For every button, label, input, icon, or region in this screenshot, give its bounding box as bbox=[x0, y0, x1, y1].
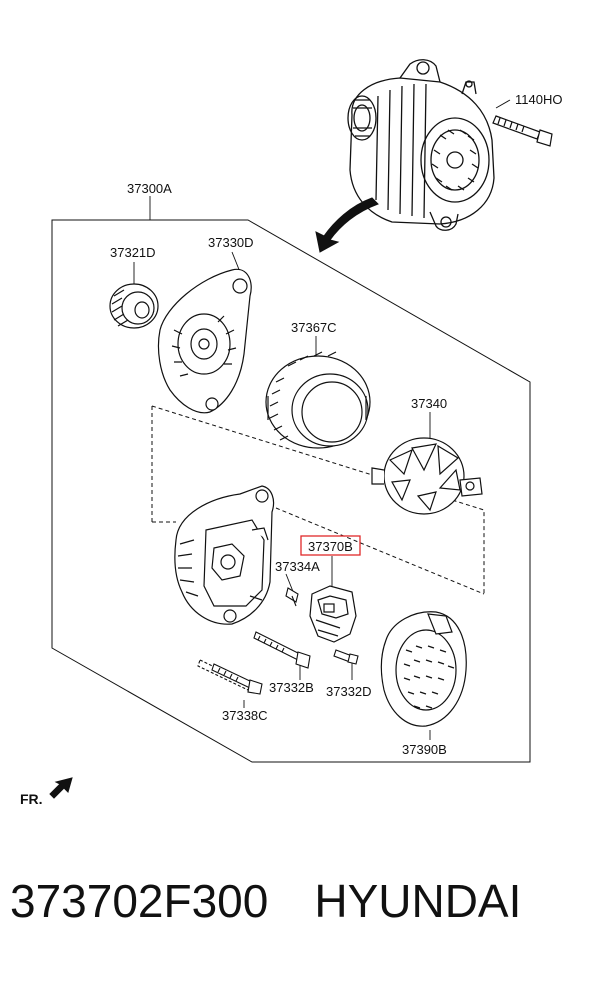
label-37330d[interactable]: 37330D bbox=[208, 235, 254, 250]
fr-label: FR. bbox=[20, 791, 43, 807]
label-37367c[interactable]: 37367C bbox=[291, 320, 337, 335]
label-37332d[interactable]: 37332D bbox=[326, 684, 372, 699]
label-37334a[interactable]: 37334A bbox=[275, 559, 320, 574]
rear-frame-illustration bbox=[174, 485, 275, 625]
fr-arrow-icon bbox=[49, 777, 73, 799]
pulley-37321d-illustration bbox=[109, 283, 159, 329]
label-37321d[interactable]: 37321D bbox=[110, 245, 156, 260]
label-37338c[interactable]: 37338C bbox=[222, 708, 268, 723]
alternator-assembly-illustration bbox=[347, 59, 495, 231]
rear-cover-37390b-illustration bbox=[380, 611, 467, 727]
front-direction-indicator: FR. bbox=[20, 777, 73, 807]
exploded-frame bbox=[51, 219, 531, 763]
rotor-37340-illustration bbox=[371, 437, 483, 515]
footer-caption: 373702F300 HYUNDAI bbox=[10, 874, 600, 944]
bolt-1140ho-illustration bbox=[492, 115, 553, 147]
highlight-box-37370b bbox=[300, 535, 361, 556]
label-37340[interactable]: 37340 bbox=[411, 396, 447, 411]
part-number: 373702F300 bbox=[10, 875, 269, 927]
bolt-37332d-illustration bbox=[333, 649, 359, 665]
leader-lines bbox=[133, 99, 511, 740]
assembly-arrow bbox=[315, 197, 379, 253]
inner-dashed-frame bbox=[151, 405, 485, 595]
bolt-37338c-illustration bbox=[197, 659, 263, 695]
label-37390b[interactable]: 37390B bbox=[402, 742, 447, 757]
label-37332b[interactable]: 37332B bbox=[269, 680, 314, 695]
brand-name: HYUNDAI bbox=[314, 875, 522, 927]
label-37300a[interactable]: 37300A bbox=[127, 181, 172, 196]
regulator-37370b-illustration bbox=[309, 585, 357, 643]
label-1140ho[interactable]: 1140HO bbox=[515, 92, 562, 107]
screw-37334a-illustration bbox=[285, 587, 299, 607]
label-37370b[interactable]: 37370B bbox=[308, 539, 353, 554]
stator-37367c-illustration bbox=[265, 351, 371, 449]
bolt-37332b-illustration bbox=[253, 631, 311, 669]
front-bracket-37330d-illustration bbox=[157, 268, 252, 414]
